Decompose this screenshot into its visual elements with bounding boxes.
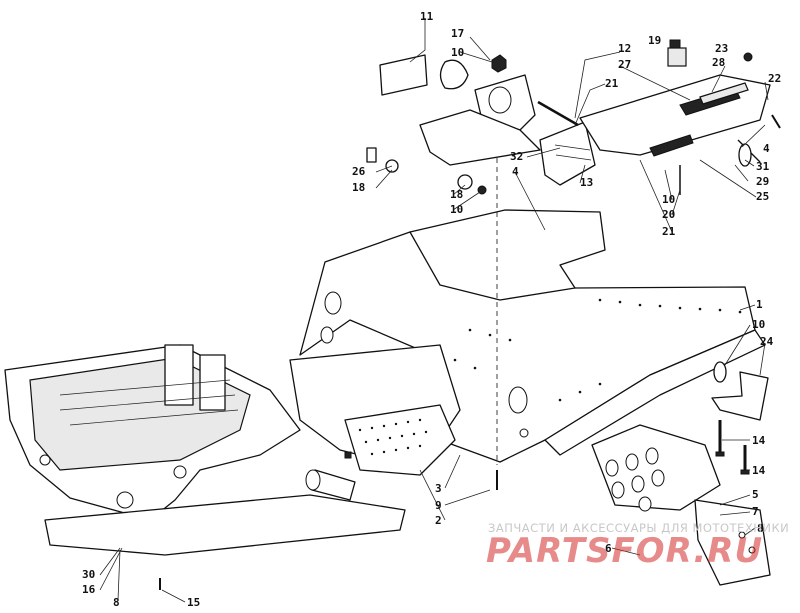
callout-10: 10 [662,193,675,206]
callout-7: 7 [752,505,759,518]
watermark-logo: PARTSFOR.RU [486,531,763,571]
callout-26: 26 [352,165,366,178]
callout-27: 27 [618,58,631,71]
callout-22: 22 [768,72,781,85]
callout-17: 17 [451,27,464,40]
steering-support-bracket [419,74,596,186]
callout-23: 23 [715,42,728,55]
callout-28: 28 [712,56,725,69]
fasteners [159,39,781,590]
callout-21: 21 [662,225,676,238]
perforation-pattern [358,418,428,456]
step-bracket [711,361,769,421]
callout-32: 32 [510,150,523,163]
callout-5: 5 [752,488,759,501]
mounting-plate [379,54,428,96]
callout-12: 12 [618,42,631,55]
bolt-14 [715,420,750,475]
watermark: ЗАПЧАСТИ И АКСЕССУАРЫ ДЛЯ МОТОТЕХНИКИ PA… [486,521,789,571]
callout-19: 19 [648,34,661,47]
callout-3: 3 [435,482,442,495]
front-bumper-assembly [4,344,301,521]
callout-10: 10 [752,318,765,331]
footrest-plate [591,424,771,586]
axle-tube [305,469,356,501]
callout-30: 30 [82,568,95,581]
callout-24: 24 [760,335,774,348]
callout-25: 25 [756,190,769,203]
callout-18: 18 [450,188,463,201]
callout-31: 31 [756,160,770,173]
rivet-row [453,298,742,402]
belly-pan [289,344,461,476]
callout-4: 4 [512,165,519,178]
main-chassis [299,95,766,465]
leader-lines [99,18,769,603]
callout-8: 8 [757,522,764,535]
callout-20: 20 [662,208,675,221]
callout-14: 14 [752,434,766,447]
callout-2: 2 [435,514,442,527]
callout-21: 21 [605,77,619,90]
skid-plate [44,494,406,556]
callout-8: 8 [113,596,120,609]
callout-16: 16 [82,583,96,596]
callout-1: 1 [756,298,763,311]
rear-crossmember [579,74,771,157]
watermark-tagline: ЗАПЧАСТИ И АКСЕССУАРЫ ДЛЯ МОТОТЕХНИКИ [488,521,789,535]
callout-labels: 11 17 10 19 23 12 27 28 22 21 4 31 29 25… [82,10,781,609]
callout-9: 9 [435,499,442,512]
callout-18: 18 [352,181,365,194]
callout-15: 15 [187,596,200,609]
callout-13: 13 [580,176,593,189]
callout-10: 10 [451,46,464,59]
callout-11: 11 [420,10,434,23]
callout-6: 6 [605,542,612,555]
callout-10: 10 [450,203,463,216]
gasket [439,59,469,90]
callout-14: 14 [752,464,766,477]
callout-29: 29 [756,175,769,188]
callout-4: 4 [763,142,770,155]
